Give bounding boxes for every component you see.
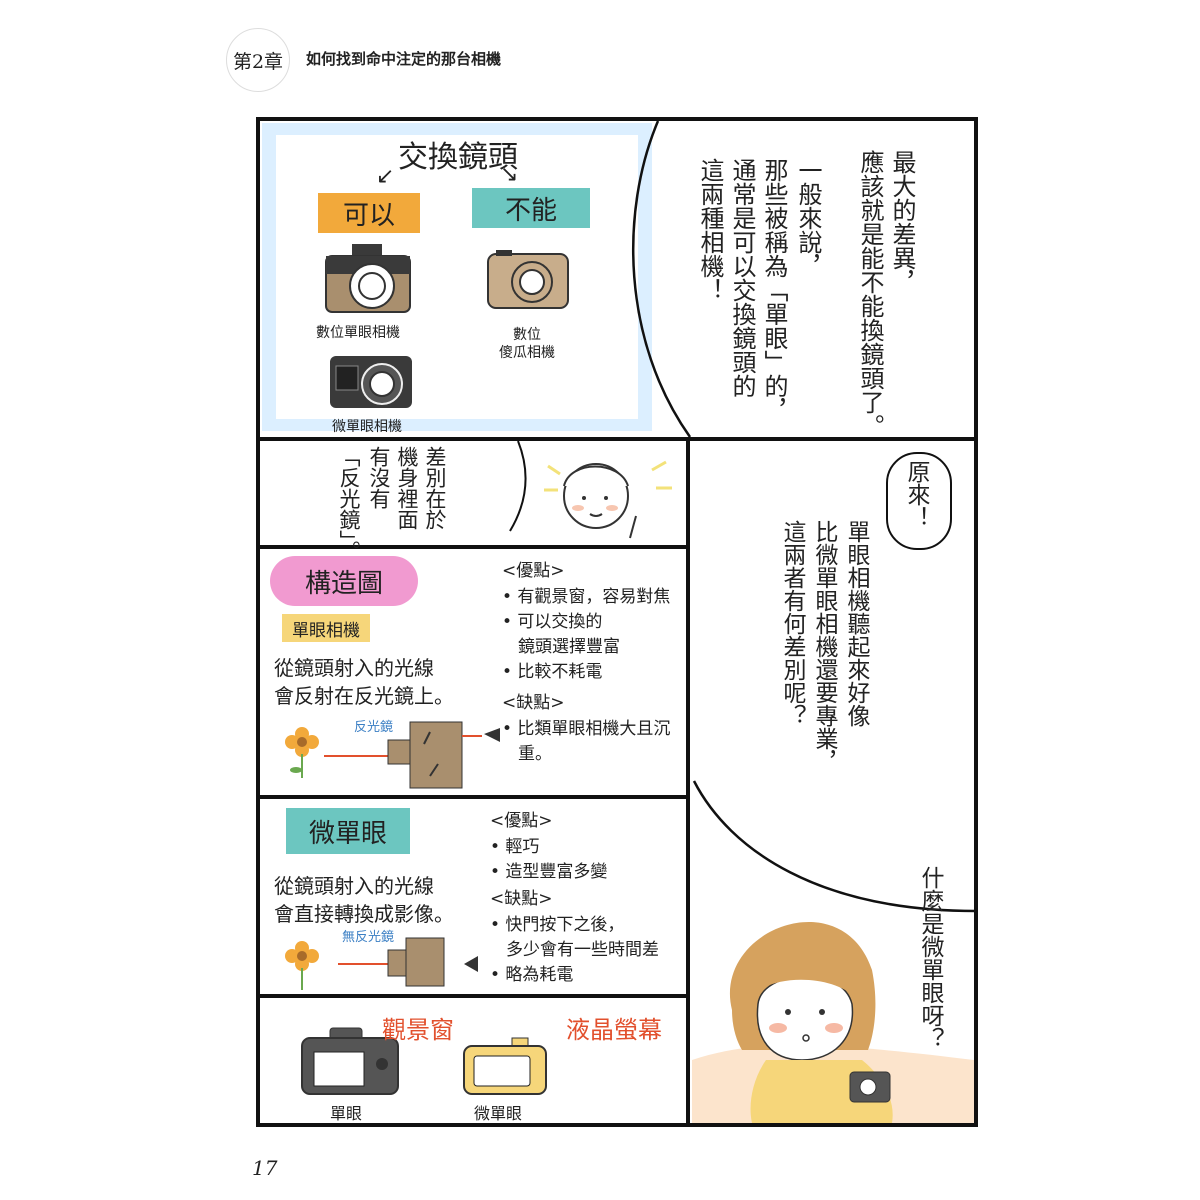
explain-col-2: 應該就是能不能換鏡頭了。 (856, 150, 884, 438)
dslr-label: 數位單眼相機 (316, 325, 400, 341)
dslr-con-1: • 比類單眼相機大且沉 (502, 719, 671, 739)
speech-bubble-right (692, 780, 976, 913)
divider-vertical (686, 437, 690, 1127)
dslr-pro-1: • 有觀景窗，容易對焦 (502, 587, 671, 607)
cannot-label: 不能 (472, 188, 590, 228)
lcd-label: 液晶螢幕 (566, 1016, 662, 1044)
mirrorless-caption: 微單眼 (474, 1104, 523, 1123)
viewfinder-label: 觀景窗 (382, 1016, 454, 1044)
mirror-label: 反光鏡 (354, 720, 394, 735)
divider-2 (256, 545, 688, 549)
mirrorless-desc-2: 會直接轉換成影像。 (274, 902, 454, 926)
mirrorless-camera-icon (330, 356, 412, 408)
question-col-2: 比微單眼相機還要專業， (811, 520, 837, 773)
divider-1 (256, 437, 978, 441)
dslr-camera-icon (325, 244, 411, 313)
dslr-pro-2: • 可以交換的 (502, 612, 603, 632)
dslr-con-1b: 重。 (518, 744, 552, 764)
small-bubble (886, 452, 952, 550)
explain-col-5: 通常是可以交換鏡頭的 (728, 158, 756, 398)
mirrorless-con-1: • 快門按下之後， (490, 915, 625, 935)
can-label: 可以 (318, 193, 420, 233)
explain-col-6: 這兩種相機！ (696, 158, 724, 302)
dslr-diagram (285, 721, 500, 789)
diff-col-1: 差別在於 (423, 446, 447, 530)
dslr-desc-2: 會反射在反光鏡上。 (274, 684, 454, 708)
chapter-badge: 第2章 (226, 28, 290, 92)
dslr-subtitle: 單眼相機 (282, 614, 370, 642)
mirrorless-con-1b: 多少會有一些時間差 (506, 940, 659, 960)
character-face-icon (544, 460, 672, 539)
mirrorless-desc-1: 從鏡頭射入的光線 (274, 874, 434, 898)
mirrorless-pros-heading: <優點> (490, 811, 553, 831)
arrow-left-icon: ↙ (376, 164, 395, 189)
divider-4 (256, 994, 688, 998)
mirrorless-title: 微單眼 (286, 808, 410, 854)
mirrorless-label: 微單眼相機 (332, 419, 402, 435)
mirrorless-pro-2: • 造型豐富多變 (490, 862, 608, 882)
mirrorless-pro-1: • 輕巧 (490, 837, 540, 857)
dslr-caption: 單眼 (330, 1104, 363, 1123)
speech-tail-small (509, 441, 527, 532)
mirrorless-back-icon (463, 1037, 547, 1095)
structure-title: 構造圖 (270, 556, 418, 606)
dslr-pros-heading: <優點> (502, 561, 565, 581)
dslr-back-icon (301, 1027, 399, 1095)
dslr-pro-2b: 鏡頭選擇豐富 (518, 637, 620, 657)
diff-col-2: 機身裡面 (395, 446, 419, 530)
flower-icon (285, 727, 319, 778)
diff-col-4: 「反光鏡」。 (337, 446, 361, 562)
speech-bubble-large (631, 121, 692, 437)
diff-col-3: 有沒有 (367, 446, 391, 509)
compact-label-1: 數位 (513, 327, 541, 343)
no-mirror-label: 無反光鏡 (342, 930, 395, 945)
arrow-right-icon: ↘ (500, 162, 519, 187)
chapter-title: 如何找到命中注定的那台相機 (306, 50, 502, 68)
question-text: 什麼是微單眼呀？ (917, 866, 943, 1050)
page-number: 17 (252, 1156, 278, 1180)
compact-label-2: 傻瓜相機 (499, 345, 555, 361)
mirrorless-diagram (285, 937, 478, 990)
mirrorless-con-2: • 略為耗電 (490, 965, 574, 985)
chapter-label: 第2章 (232, 50, 284, 73)
mirrorless-cons-heading: <缺點> (490, 889, 553, 909)
question-col-1: 單眼相機聽起來好像 (843, 520, 869, 727)
flower-icon-2 (285, 941, 319, 990)
dslr-desc-1: 從鏡頭射入的光線 (274, 656, 434, 680)
question-col-3: 這兩者有何差別呢？ (779, 520, 805, 727)
lens-heading: 交換鏡頭 (398, 140, 518, 175)
explain-col-1: 最大的差異， (888, 150, 916, 294)
compact-camera-icon (487, 250, 569, 309)
explain-col-4: 那些被稱為「單眼」的， (760, 158, 788, 422)
explain-col-3: 一般來說， (794, 158, 822, 278)
dslr-cons-heading: <缺點> (502, 693, 565, 713)
comic-frame (256, 117, 978, 1127)
dslr-pro-3: • 比較不耗電 (502, 662, 603, 682)
character-girl-icon (692, 922, 974, 1123)
divider-3 (256, 795, 688, 799)
small-bubble-text: 原來！ (903, 460, 929, 529)
